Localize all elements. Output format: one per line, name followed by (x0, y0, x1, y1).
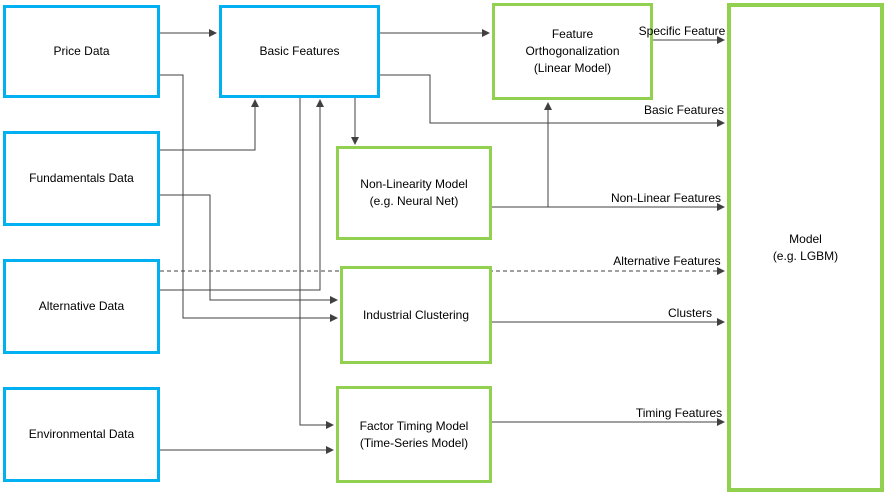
node-factor-timing-model: Factor Timing Model (Time-Series Model) (336, 386, 492, 483)
node-fundamentals-data-label: Fundamentals Data (29, 171, 134, 186)
edge-label-clusters: Clusters (667, 306, 712, 320)
edge-basic-features-to-factor-timing (299, 98, 334, 429)
node-non-linearity-model: Non-Linearity Model (e.g. Neural Net) (336, 146, 492, 240)
node-basic-features-label: Basic Features (259, 44, 340, 59)
node-industrial-clustering-label: Industrial Clustering (362, 307, 470, 322)
node-fundamentals-data: Fundamentals Data (3, 131, 160, 226)
node-model: Model (e.g. LGBM) (727, 3, 884, 492)
node-model-line1: Model (789, 231, 822, 246)
edge-label-timing-features: Timing Features (635, 406, 723, 420)
edge-price-to-industrial-clustering (160, 74, 338, 322)
node-model-line2: (e.g. LGBM) (772, 248, 839, 263)
edge-label-basic-features: Basic Features (643, 103, 725, 117)
edge-alternative-to-basic-features (160, 99, 324, 291)
node-feature-orthogonalization-line3: (Linear Model) (533, 60, 612, 75)
node-feature-orthogonalization-line1: Feature (551, 27, 594, 42)
edge-label-alternative-features: Alternative Features (613, 254, 721, 268)
node-factor-timing-model-line1: Factor Timing Model (359, 418, 469, 433)
node-alternative-data: Alternative Data (3, 259, 160, 354)
node-environmental-data-label: Environmental Data (28, 427, 135, 442)
edge-fundamentals-to-industrial-clustering (160, 194, 338, 304)
node-feature-orthogonalization-line2: Orthogonalization (525, 44, 620, 59)
node-industrial-clustering: Industrial Clustering (340, 266, 492, 364)
node-feature-orthogonalization: Feature Orthogonalization (Linear Model) (492, 3, 653, 100)
node-non-linearity-model-line1: Non-Linearity Model (360, 177, 468, 192)
node-price-data: Price Data (3, 5, 160, 98)
node-alternative-data-label: Alternative Data (38, 299, 125, 314)
node-price-data-label: Price Data (53, 44, 110, 59)
edge-fundamentals-to-basic-features (160, 99, 259, 151)
edge-label-non-linear-features: Non-Linear Features (610, 191, 722, 205)
node-factor-timing-model-line2: (Time-Series Model) (359, 435, 469, 450)
edge-basic-features-to-model (380, 74, 725, 127)
node-environmental-data: Environmental Data (3, 387, 160, 482)
node-non-linearity-model-line2: (e.g. Neural Net) (369, 194, 459, 208)
node-basic-features: Basic Features (219, 5, 380, 98)
edge-label-specific-feature: Specific Feature (638, 24, 726, 38)
